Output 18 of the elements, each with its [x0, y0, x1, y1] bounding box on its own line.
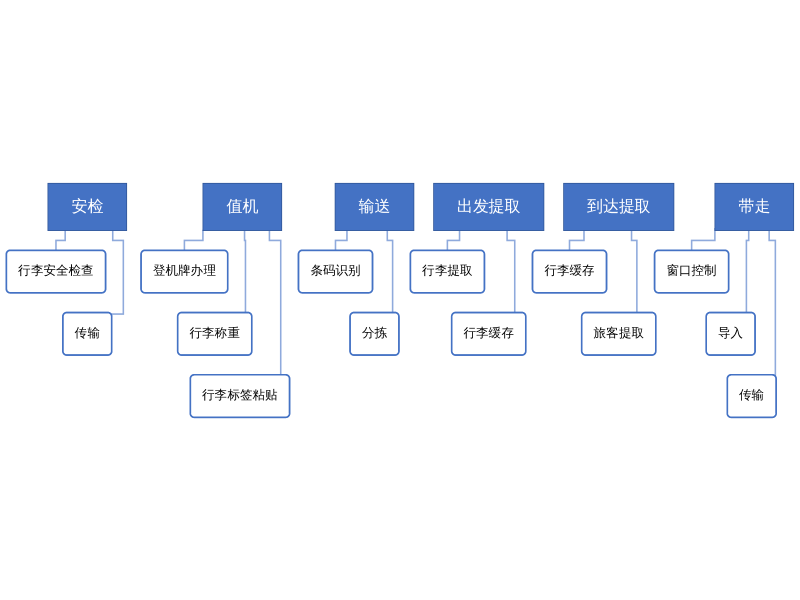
- connector: [446, 230, 460, 252]
- connector: [768, 230, 776, 376]
- connector: [110, 230, 124, 315]
- node-box: 到达提取: [563, 182, 674, 231]
- connector: [184, 229, 204, 252]
- connector: [268, 230, 282, 376]
- node-box: 值机: [202, 182, 282, 231]
- connector: [630, 230, 638, 314]
- connector: [334, 230, 348, 252]
- node-box: 安检: [48, 182, 128, 231]
- connector: [506, 230, 516, 314]
- connector: [55, 230, 66, 252]
- connector: [690, 228, 716, 252]
- node-box: 带走: [714, 182, 794, 231]
- connector: [568, 230, 585, 252]
- node-box: 出发提取: [433, 182, 544, 231]
- node-box: 输送: [334, 182, 414, 231]
- connector: [386, 230, 394, 314]
